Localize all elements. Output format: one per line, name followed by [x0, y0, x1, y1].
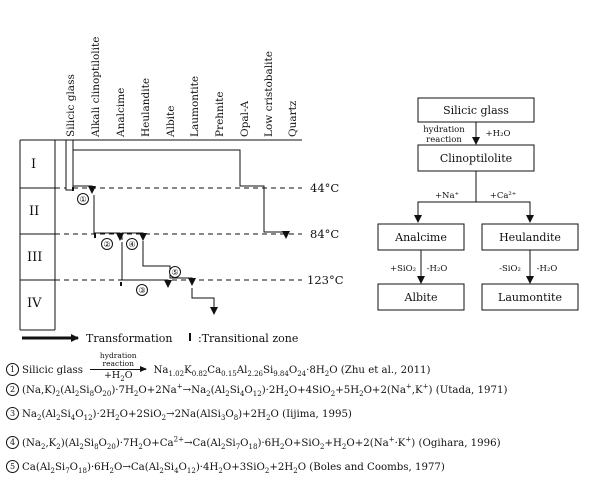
equation-number: 5	[6, 460, 19, 473]
label-minus-h2o: -H₂O	[537, 264, 558, 274]
equation-number: 3	[6, 407, 19, 420]
arrow-label-top: reaction	[102, 359, 134, 368]
equation-number: 1	[6, 362, 19, 376]
box-heulandite: Heulandite	[499, 231, 561, 244]
box-analcime: Analcime	[394, 231, 447, 244]
legend: Transformation :Transitional zone	[22, 332, 298, 345]
zone-label: I	[31, 157, 36, 172]
equation-text: Na2(Al2Si4O12)·2H2O+2SiO2→2Na(AlSi3O8)+2…	[22, 409, 352, 423]
step-number: ④	[129, 240, 136, 249]
temperature-label: 44°C	[310, 181, 339, 195]
column-label: Low cristobalite	[263, 51, 275, 137]
equation-number: 2	[6, 383, 19, 397]
equation-text: (Na,K)2(Al2Si8O20)·7H2O+2Na+→Na2(Al2Si4O…	[22, 383, 508, 399]
column-label: Analcime	[115, 88, 127, 138]
label-hydration: hydration	[423, 125, 465, 135]
step-number: ①	[80, 195, 87, 204]
zone-label: II	[29, 204, 39, 219]
column-label: Quartz	[287, 100, 299, 137]
legend-transformation: Transformation	[86, 332, 172, 345]
zone-label: IV	[27, 296, 42, 311]
equation-text: Ca(Al2Si7O18)·6H2O→Ca(Al2Si4O12)·4H2O+3S…	[22, 462, 445, 476]
label-plus-na: +Na⁺	[435, 191, 459, 201]
label-minus-sio2: -SiO₂	[499, 264, 521, 274]
equation-4: 4(Na2,K2)(Al2Si8O20)·7H2O+Ca2+→Ca(Al2Si7…	[6, 434, 501, 453]
equation-text: (Na2,K2)(Al2Si8O20)·7H2O+Ca2+→Ca(Al2Si7O…	[22, 436, 501, 452]
column-headers: Silicic glass Alkali clinoptilolite Anal…	[65, 37, 299, 138]
label-plus-ca: +Ca²⁺	[490, 191, 517, 201]
column-label: Silicic glass	[65, 74, 77, 137]
arrow-label-top: hydration	[99, 351, 137, 360]
temperature-label: 84°C	[310, 227, 339, 241]
transitional-zone-markers	[72, 187, 122, 286]
legend-transitional-zone: :Transitional zone	[198, 332, 298, 345]
temperature-boundaries	[55, 187, 302, 281]
column-label: Albite	[165, 106, 177, 138]
equation-number: 4	[6, 436, 19, 450]
step-number: ③	[139, 286, 146, 295]
box-albite: Albite	[404, 291, 438, 304]
zone-label: III	[27, 250, 42, 265]
arrow-label-bottom: +H2O	[103, 370, 133, 383]
column-label: Alkali clinoptilolite	[90, 37, 102, 138]
equation-lhs: Silicic glass	[22, 364, 83, 376]
reaction-arrow: hydration reaction +H2O	[90, 351, 148, 384]
column-label: Prehnite	[214, 91, 226, 137]
column-label: Heulandite	[140, 78, 152, 137]
silicic-glass-bar	[65, 139, 74, 191]
legend-transitional-marker	[189, 333, 191, 341]
box-clinoptilolite: Clinoptilolite	[440, 152, 512, 165]
box-silicic-glass: Silicic glass	[443, 104, 509, 117]
step-number: ②	[104, 240, 111, 249]
label-minus-h2o: -H₂O	[427, 264, 448, 274]
label-reaction: reaction	[426, 135, 462, 145]
column-label: Opal-A	[239, 101, 251, 137]
label-plus-sio2: +SiO₂	[390, 264, 416, 274]
transformation-arrows	[73, 149, 290, 315]
box-laumontite: Laumontite	[498, 291, 562, 304]
equation-rhs: Na1.02K0.82Ca0.15Al2.26Si9.84O24·8H2O (Z…	[153, 364, 431, 378]
step-markers: ① ② ③ ④ ⑤	[77, 193, 181, 296]
temperature-label: 123°C	[307, 273, 344, 287]
zone-frame	[19, 139, 302, 331]
column-label: Laumontite	[189, 76, 201, 137]
step-number: ⑤	[172, 268, 179, 277]
label-plus-h2o: +H₂O	[486, 129, 511, 139]
equation-2: 2(Na,K)2(Al2Si8O20)·7H2O+2Na+→Na2(Al2Si4…	[6, 381, 507, 400]
flow-chart	[377, 97, 579, 311]
